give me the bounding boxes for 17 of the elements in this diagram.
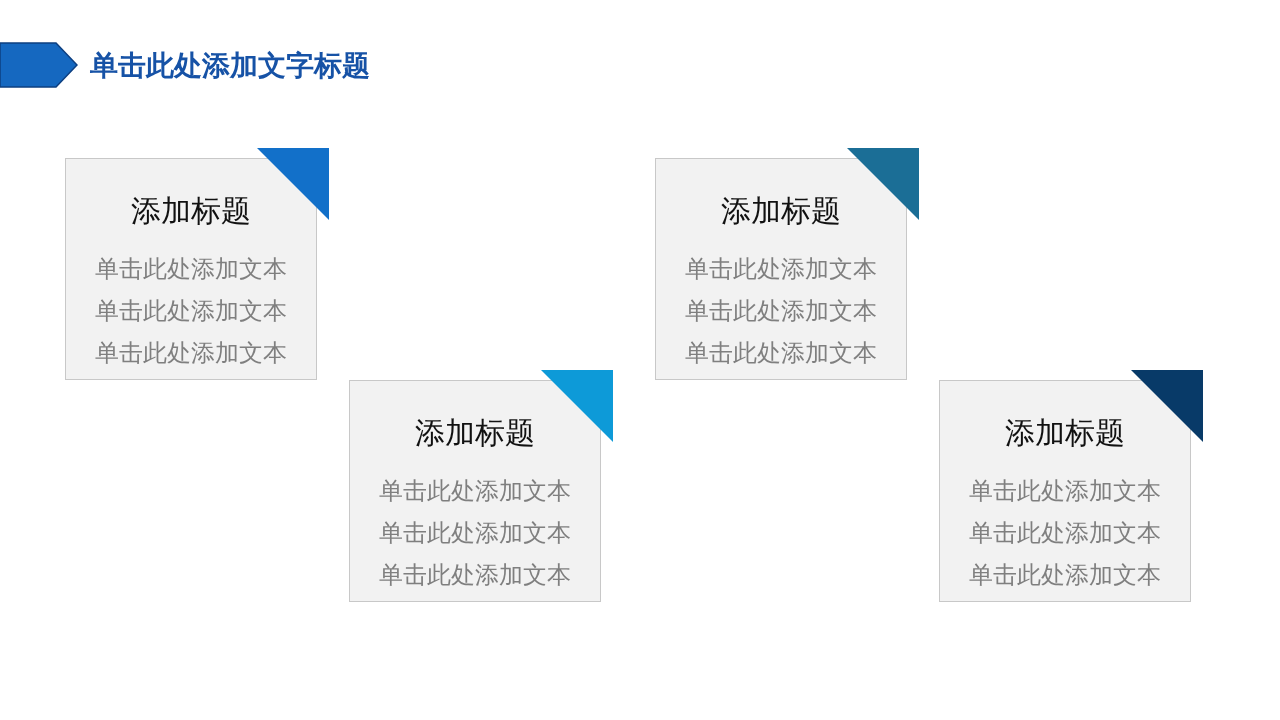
body-text: 单击此处添加文本 [684, 254, 878, 284]
body-text: 单击此处添加文本 [94, 338, 288, 368]
body-text: 单击此处添加文本 [94, 296, 288, 326]
card-heading: 添加标题 [130, 193, 252, 229]
slide-title: 单击此处添加文字标题 [90, 48, 370, 84]
body-text: 单击此处添加文本 [378, 476, 572, 506]
body-text: 单击此处添加文本 [378, 518, 572, 548]
body-text: 单击此处添加文本 [94, 254, 288, 284]
body-text: 单击此处添加文本 [684, 296, 878, 326]
body-text: 单击此处添加文本 [968, 518, 1162, 548]
card-heading: 添加标题 [1004, 415, 1126, 451]
card-heading: 添加标题 [414, 415, 536, 451]
body-text: 单击此处添加文本 [968, 476, 1162, 506]
body-text: 单击此处添加文本 [378, 560, 572, 590]
body-text: 单击此处添加文本 [684, 338, 878, 368]
card-heading: 添加标题 [720, 193, 842, 229]
body-text: 单击此处添加文本 [968, 560, 1162, 590]
